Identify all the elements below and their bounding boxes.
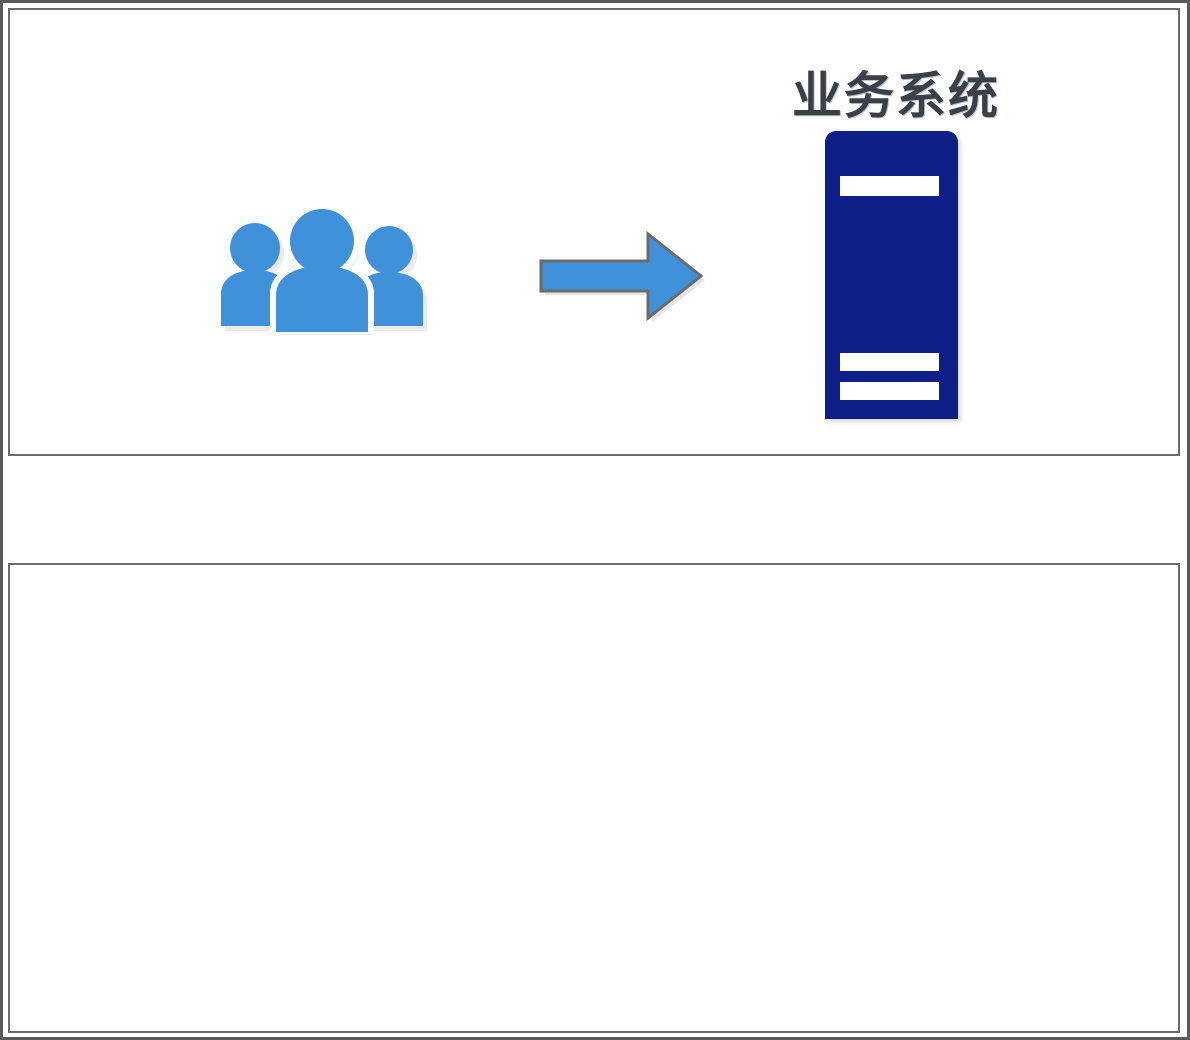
panel-cluster: 业务系统集群 — [8, 563, 1180, 1033]
server-slot-bar — [840, 175, 939, 197]
server-slot-bar — [840, 382, 939, 400]
people-icon — [215, 208, 429, 336]
server-icon — [825, 131, 958, 419]
panel-single-node: 业务系统 — [8, 8, 1180, 456]
page-title-single-node: 业务系统 — [792, 67, 1000, 125]
server-slot-bar — [840, 352, 939, 371]
arrow-right-icon — [535, 228, 707, 324]
